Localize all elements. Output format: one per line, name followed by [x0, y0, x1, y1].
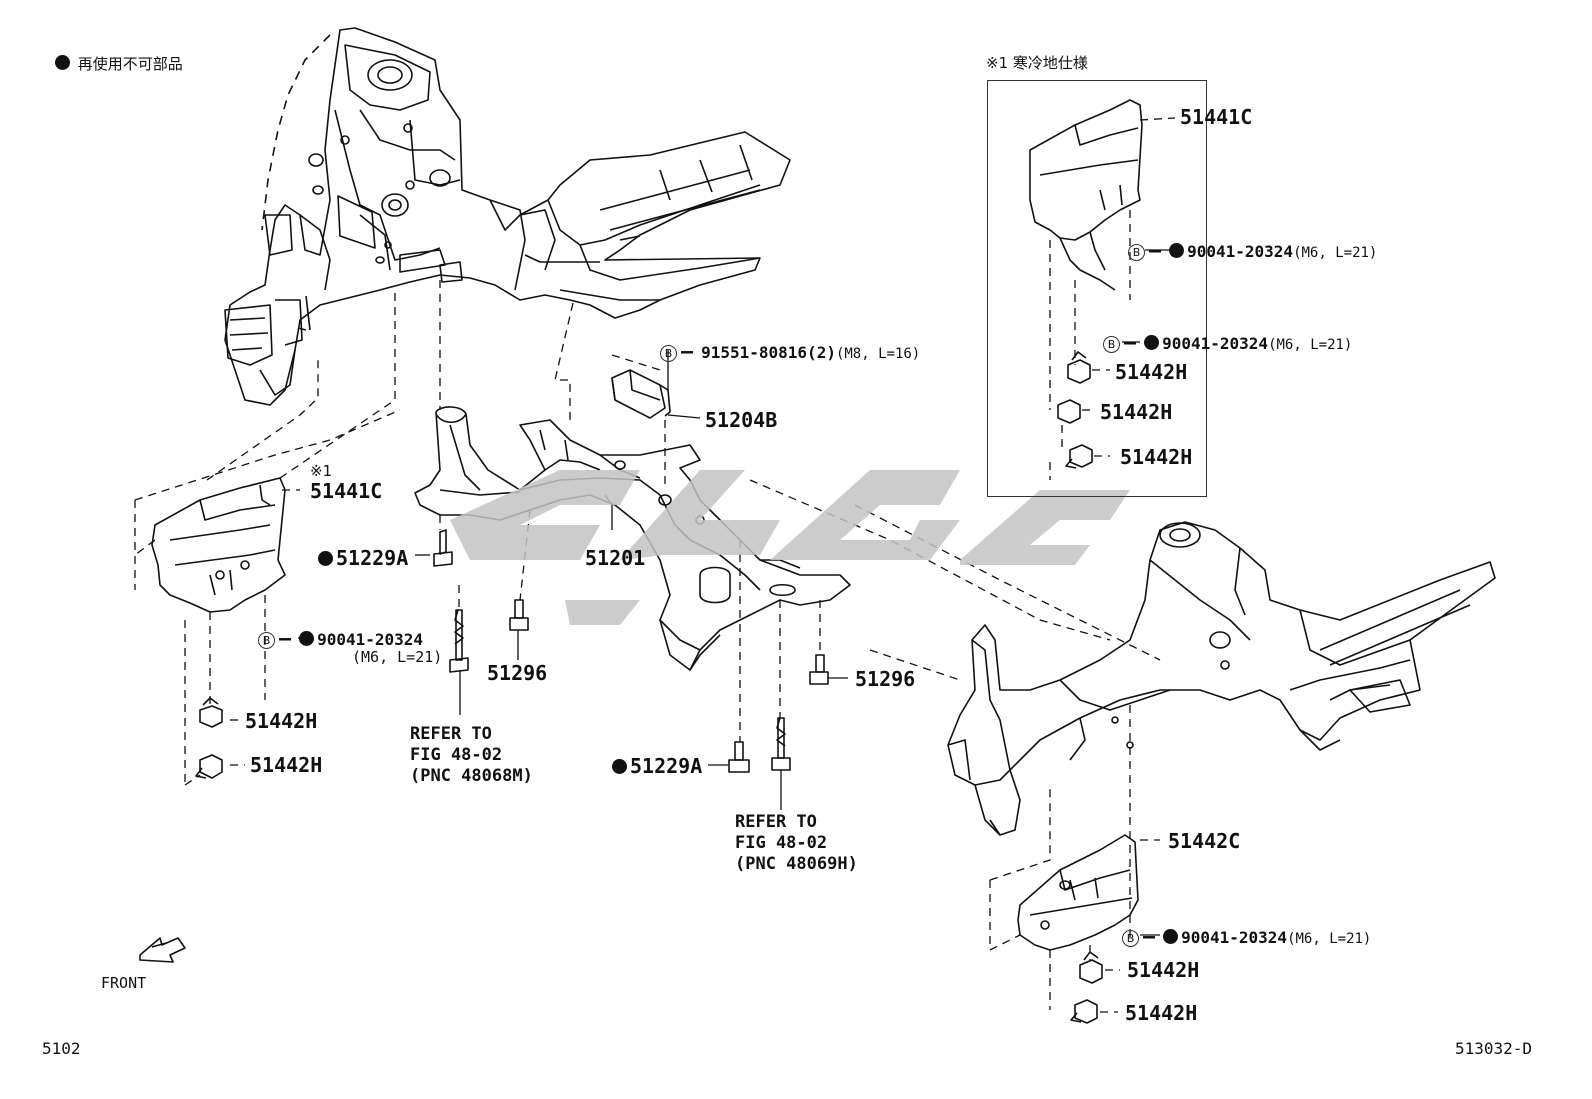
- legend-non-reusable: 再使用不可部品: [55, 55, 183, 73]
- label-51204B: 51204B: [705, 408, 778, 432]
- fasteners: [195, 351, 1103, 1024]
- filled-dot-icon: [1144, 335, 1160, 350]
- filled-dot-icon: [318, 551, 333, 566]
- cold-spec-inset-box: [987, 80, 1207, 497]
- dashed-leaders: [134, 117, 1176, 1013]
- label-51442H-inset-2: 51442H: [1100, 400, 1173, 424]
- legend-text: 再使用不可部品: [77, 55, 183, 73]
- shield-51441C-inset: [1029, 99, 1143, 291]
- b-marker-icon: B: [258, 632, 275, 649]
- shield-51441C-left: [151, 477, 286, 613]
- label-91551: B— 91551-80816(2)(M8, L=16): [660, 340, 920, 365]
- label-51441C: 51441C: [310, 479, 383, 503]
- filled-dot-icon: [1169, 243, 1185, 258]
- label-51201: 51201: [585, 546, 646, 570]
- label-90041-b: B— 90041-20324(M6, L=21): [1128, 239, 1377, 264]
- front-label: FRONT: [101, 974, 147, 992]
- refer-note-48068M: REFER TO FIG 48-02 (PNC 48068M): [410, 724, 533, 786]
- label-90041-a-spec: (M6, L=21): [352, 648, 443, 666]
- filled-dot-icon: [1163, 929, 1179, 944]
- label-51442H-right-1: 51442H: [1127, 958, 1200, 982]
- label-51229A-left: 51229A: [318, 547, 408, 569]
- label-51442H-inset-3: 51442H: [1120, 445, 1193, 469]
- label-51296-left: 51296: [487, 661, 548, 685]
- mark-cold-spec: ※1: [310, 462, 333, 480]
- left-body-frame: [224, 27, 791, 406]
- filled-dot-icon: [299, 631, 315, 646]
- right-body-frame: [947, 521, 1496, 836]
- label-51442C: 51442C: [1168, 829, 1241, 853]
- label-90041-d: B— 90041-20324(M6, L=21): [1122, 925, 1371, 950]
- shield-51442C: [1017, 834, 1139, 951]
- watermark-logo: [450, 470, 1130, 625]
- front-arrow-icon: [139, 937, 186, 963]
- label-51296-right: 51296: [855, 667, 916, 691]
- label-51441C-inset: 51441C: [1180, 105, 1253, 129]
- b-marker-icon: B: [1103, 336, 1120, 353]
- filled-dot-icon: [55, 55, 70, 70]
- refer-note-48069H: REFER TO FIG 48-02 (PNC 48069H): [735, 812, 858, 874]
- filled-dot-icon: [612, 759, 627, 774]
- b-marker-icon: B: [660, 345, 677, 362]
- label-51442H-right-2: 51442H: [1125, 1001, 1198, 1025]
- b-marker-icon: B: [1122, 930, 1139, 947]
- footer-page-code: 5102: [42, 1039, 81, 1058]
- footer-figure-code: 513032-D: [1455, 1039, 1533, 1058]
- label-90041-a: B— 90041-20324: [258, 627, 423, 651]
- label-51442H-left-2: 51442H: [250, 753, 323, 777]
- b-marker-icon: B: [1128, 244, 1145, 261]
- label-51442H-left-1: 51442H: [245, 709, 318, 733]
- label-90041-c: B— 90041-20324(M6, L=21): [1103, 331, 1352, 356]
- bracket-51204B: [611, 369, 671, 419]
- label-51442H-inset-1: 51442H: [1115, 360, 1188, 384]
- label-51229A-right: 51229A: [612, 755, 702, 777]
- legend-cold-spec: ※1 寒冷地仕様: [986, 54, 1088, 72]
